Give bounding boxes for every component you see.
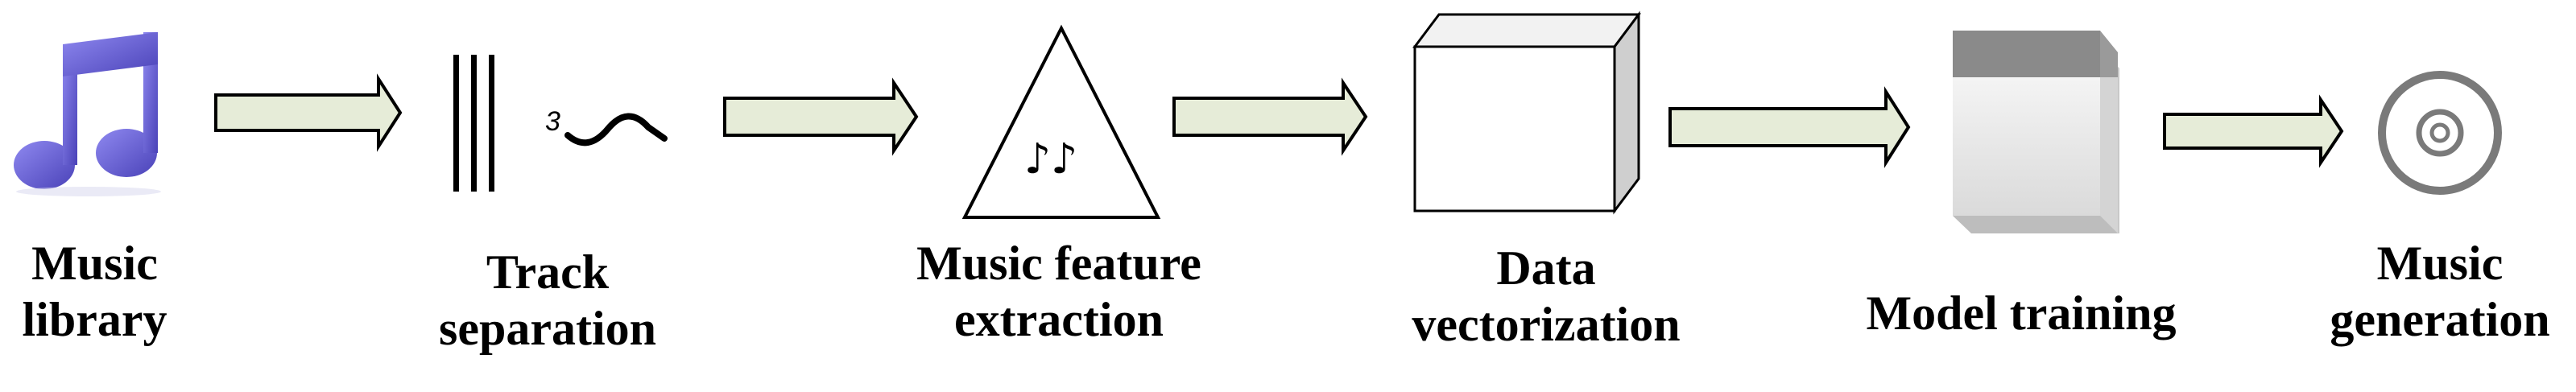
step-label-line: separation [439,302,656,355]
svg-text:3: 3 [545,106,560,137]
arrow-2 [723,77,919,156]
document-block-icon [1953,31,2119,233]
step-label-line: generation [2330,293,2550,346]
track-lines-icon: 3 [453,55,668,192]
step-label-music-feature-extraction: Music feature extraction [866,235,1252,348]
step-label-line: Music [31,237,158,290]
step-label-music-library: Music library [0,235,189,348]
music-note-icon [14,32,161,196]
triangle-notes-icon: ♪♪ [961,24,1161,219]
step-label-line: extraction [954,293,1164,346]
arrow-5 [2163,94,2344,168]
cube-icon [1412,10,1641,215]
svg-text:♪♪: ♪♪ [1024,135,1077,184]
step-label-music-generation: Music generation [2307,235,2573,348]
step-label-line: Music feature [916,237,1201,290]
step-label-track-separation: Track separation [419,244,676,357]
step-label-line: vectorization [1412,298,1681,351]
step-label-model-training: Model training [1812,285,2231,341]
arrow-4 [1668,86,1911,168]
arrow-3 [1172,77,1368,156]
step-label-line: Music [2376,237,2504,290]
disc-icon [2378,71,2502,195]
step-label-line: library [22,293,167,346]
step-label-data-vectorization: Data vectorization [1385,240,1707,353]
arrow-1 [214,73,403,152]
step-label-line: Track [486,246,610,299]
step-label-line: Data [1496,241,1596,295]
step-label-line: Model training [1866,287,2177,340]
